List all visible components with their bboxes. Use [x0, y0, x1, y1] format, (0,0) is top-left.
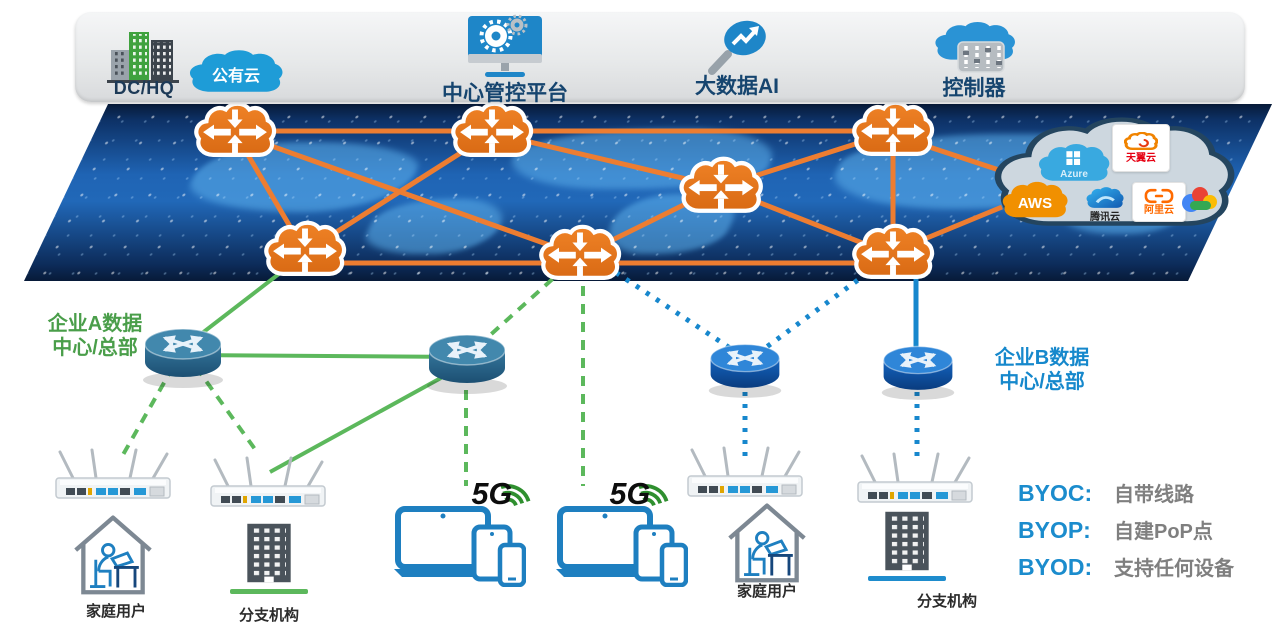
- g5-text-2: 5G: [610, 477, 651, 508]
- bigdata-ai-icon: [708, 20, 766, 75]
- home-user-icon-left: [74, 515, 152, 595]
- cpe-icon-home-left: [55, 448, 171, 499]
- management-platform-icon: [468, 14, 542, 77]
- signal-5g-icon-2: 5G: [610, 477, 669, 508]
- alibaba-cloud-chip: 阿里云: [1132, 182, 1186, 222]
- alibaba-cloud-icon: [1144, 188, 1174, 204]
- router-icon-enterprise-a-2: [427, 334, 507, 394]
- google-cloud-icon: [1182, 187, 1217, 212]
- pop-cloud-icon: [263, 220, 347, 284]
- aws-label: AWS: [1017, 195, 1053, 212]
- enterprise-b-dotted-links: [604, 263, 920, 462]
- dc-hq-label: DC/HQ: [113, 78, 175, 98]
- byoc-desc: 自带线路: [1114, 484, 1194, 506]
- home-user-label-left: 家庭用户: [85, 603, 146, 620]
- enterprise-b-line2: 中心/总部: [999, 371, 1085, 393]
- pop-cloud-icon: [851, 223, 935, 287]
- tencent-label: 腾讯云: [1090, 212, 1120, 223]
- byod-desc: 支持任何设备: [1114, 558, 1234, 580]
- byop-desc: 自建PoP点: [1114, 521, 1213, 543]
- tianyi-label: 天翼云: [1126, 153, 1156, 164]
- azure-label: Azure: [1060, 169, 1088, 180]
- pop-cloud-icon: [678, 156, 764, 221]
- branch-underline-blue: [868, 576, 946, 581]
- branch-label-right: 分支机构: [916, 593, 977, 610]
- aws-chip: AWS: [1000, 180, 1070, 224]
- home-user-label-right: 家庭用户: [736, 583, 797, 600]
- enterprise-a-line1: 企业A数据: [47, 313, 143, 335]
- branch-underline-green: [230, 589, 308, 594]
- tencent-cloud-icon: [1086, 187, 1124, 208]
- byo-row-2: BYOP: 自建PoP点: [1018, 515, 1213, 544]
- azure-cloud-icon: [1039, 143, 1110, 181]
- enterprise-a-dashed-links: [118, 264, 585, 486]
- home-user-icon-right: [728, 503, 806, 583]
- pop-cloud-icon: [851, 100, 935, 164]
- pop-cloud-icon: [193, 101, 277, 165]
- enterprise-a-line2: 中心/总部: [52, 337, 138, 359]
- tianyi-cloud-icon: [1124, 132, 1158, 151]
- enterprise-b-line1: 企业B数据: [994, 347, 1090, 369]
- cpe-icon-home-right: [687, 446, 803, 497]
- tianyi-cloud-chip: 天翼云: [1112, 124, 1170, 172]
- byod-term: BYOD:: [1018, 554, 1093, 580]
- alibaba-label: 阿里云: [1144, 205, 1174, 216]
- enterprise-b-label: 企业B数据 中心/总部: [975, 346, 1109, 394]
- cpe-icon-branch-right: [857, 452, 973, 503]
- byoc-term: BYOC:: [1018, 480, 1093, 506]
- router-icon-enterprise-b-2: [881, 345, 955, 400]
- byo-row-3: BYOD: 支持任何设备: [1018, 552, 1234, 581]
- pop-cloud-icon: [538, 224, 622, 288]
- controller-label: 控制器: [942, 77, 1006, 100]
- controller-icon: [935, 22, 1015, 73]
- router-icon-enterprise-b-1: [708, 343, 782, 398]
- tencent-cloud-chip: 腾讯云: [1080, 186, 1130, 230]
- signal-5g-icon-1: 5G: [472, 477, 531, 508]
- bigdata-ai-label: 大数据AI: [695, 75, 779, 98]
- router-icon-enterprise-a-1: [143, 328, 223, 388]
- management-platform-label: 中心管控平台: [442, 82, 568, 105]
- branch-label-left: 分支机构: [238, 607, 299, 624]
- devices-5g-icon-1: [394, 506, 526, 587]
- branch-building-icon-left: [247, 523, 291, 583]
- branch-building-icon-right: [885, 511, 929, 571]
- public-cloud-label: 公有云: [211, 68, 260, 85]
- dc-hq-buildings-icon: [107, 32, 179, 83]
- byop-term: BYOP:: [1018, 517, 1091, 543]
- g5-text-1: 5G: [472, 477, 513, 508]
- pop-cloud-icon: [450, 101, 534, 165]
- azure-chip: Azure: [1036, 142, 1112, 188]
- enterprise-a-label: 企业A数据 中心/总部: [28, 312, 162, 360]
- devices-5g-icon-2: [556, 506, 688, 587]
- byo-row-1: BYOC: 自带线路: [1018, 478, 1194, 507]
- cpe-icon-branch-left: [210, 456, 326, 507]
